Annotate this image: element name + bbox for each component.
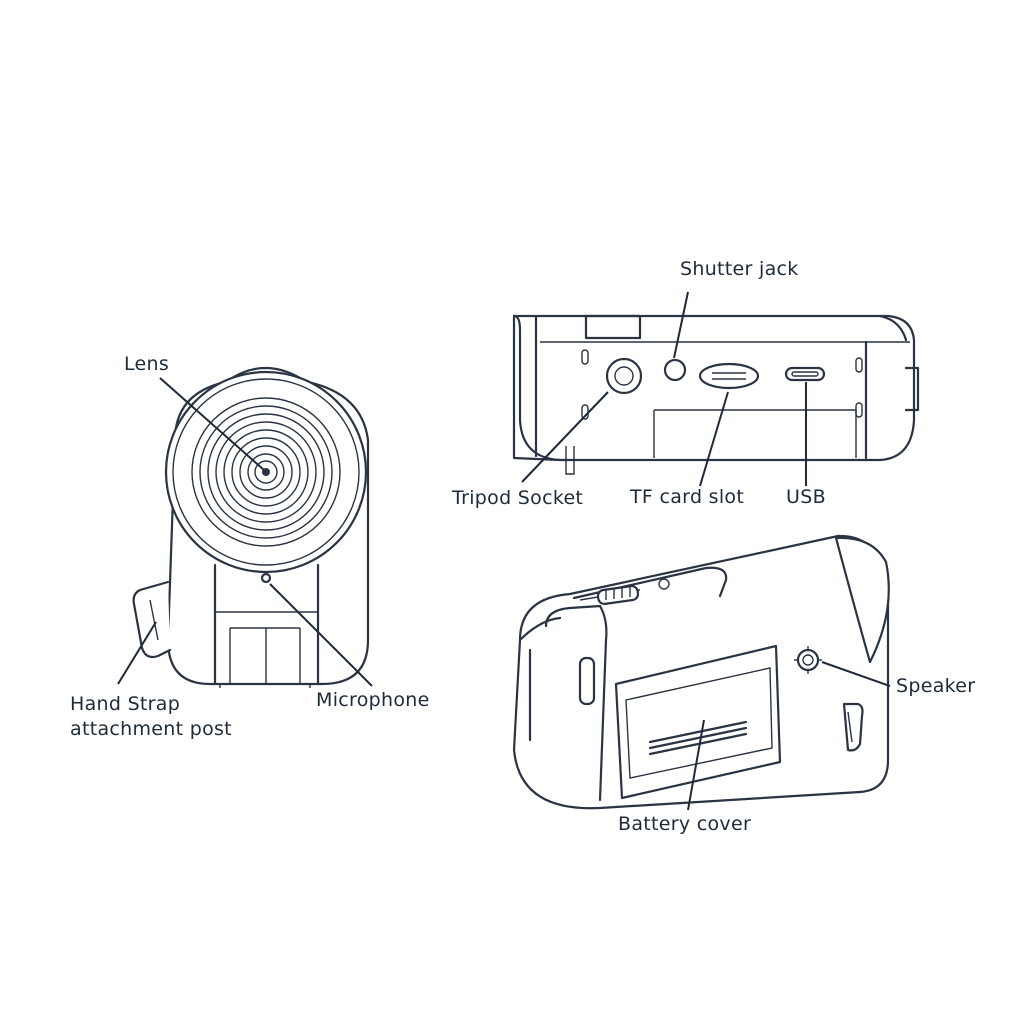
lens-icon: [164, 370, 368, 574]
labels: Lens Hand Strap attachment post Micropho…: [70, 258, 975, 835]
side-button-icon: [578, 656, 596, 706]
label-usb: USB: [786, 486, 826, 508]
label-tf-card-slot: TF card slot: [629, 486, 744, 508]
label-microphone: Microphone: [316, 689, 430, 711]
usb-port-icon: [784, 366, 826, 382]
label-hand-strap-line1: Hand Strap: [70, 693, 180, 715]
label-shutter-jack: Shutter jack: [680, 258, 799, 280]
rear-side-view: [512, 534, 890, 810]
label-hand-strap-line2: attachment post: [70, 718, 232, 740]
power-switch-icon: [596, 578, 670, 606]
battery-cover-icon: [614, 644, 782, 800]
hand-strap-post-icon: [132, 580, 172, 659]
shutter-jack-icon: [663, 358, 687, 382]
label-tripod-socket: Tripod Socket: [451, 487, 583, 509]
speaker-icon: [794, 646, 822, 674]
bottom-view: [512, 314, 920, 475]
front-view: [132, 367, 370, 688]
tf-card-slot-icon: [698, 362, 760, 390]
leader-lines: [117, 291, 891, 811]
label-battery-cover: Battery cover: [618, 813, 751, 835]
tripod-socket-icon: [605, 357, 643, 395]
label-speaker: Speaker: [896, 675, 975, 697]
label-lens: Lens: [124, 353, 169, 375]
microphone-icon: [260, 572, 272, 584]
